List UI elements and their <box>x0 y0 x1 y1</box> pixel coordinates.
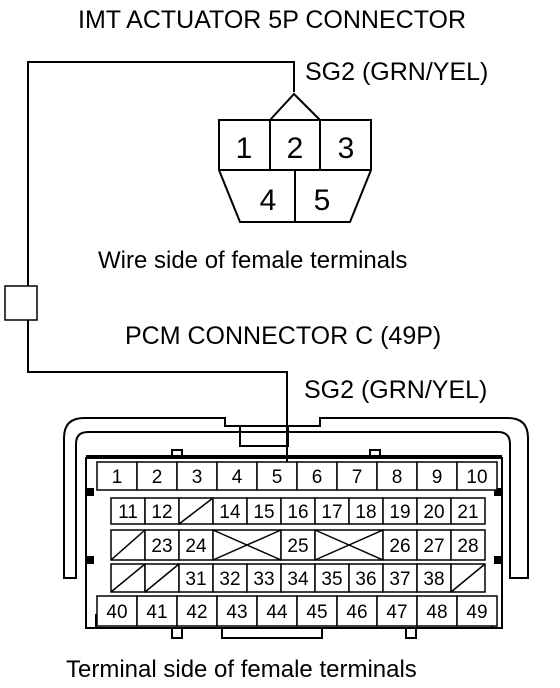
pcm-terminal-label: 42 <box>186 602 207 623</box>
imt-terminal-5: 5 <box>314 184 331 217</box>
pcm-terminal-label: 44 <box>266 602 288 623</box>
pcm-terminal-label: 46 <box>346 602 367 623</box>
pcm-terminal-cavity <box>96 461 138 491</box>
pcm-terminal-label: 6 <box>312 467 323 488</box>
pcm-terminal-label: 34 <box>287 569 309 590</box>
pcm-terminal-cavity <box>176 595 218 627</box>
pcm-terminal-label: 5 <box>272 467 283 488</box>
pcm-terminal-cavity <box>256 595 298 627</box>
pcm-terminal-label: 48 <box>426 602 447 623</box>
pcm-terminal-label: 26 <box>389 536 410 557</box>
imt-terminal-1: 1 <box>236 132 253 165</box>
pcm-terminal-label: 25 <box>287 536 308 557</box>
pcm-terminal-cavity <box>376 595 418 627</box>
pcm-terminal-label: 14 <box>219 502 241 523</box>
pcm-terminal-label: 11 <box>118 502 138 523</box>
pcm-terminal-label: 33 <box>253 569 274 590</box>
pcm-terminal-label: 38 <box>423 569 444 590</box>
pcm-terminal-label: 19 <box>389 502 410 523</box>
pcm-terminal-cavity <box>246 563 282 593</box>
blank-cavity-mark <box>178 497 214 525</box>
pcm-terminal-cavity <box>450 497 486 525</box>
imt-terminal-3: 3 <box>338 132 355 165</box>
pcm-terminal-cavity <box>382 497 418 525</box>
pcm-terminal-label: 12 <box>151 502 172 523</box>
blank-cavity-mark <box>110 529 146 561</box>
pcm-terminal-label: 8 <box>392 467 403 488</box>
pcm-terminal-cavity <box>456 461 498 491</box>
pcm-terminal-cavity <box>382 563 418 593</box>
pcm-terminal-label: 16 <box>287 502 308 523</box>
pcm-terminal-label: 7 <box>352 467 363 488</box>
pcm-terminal-label: 4 <box>232 467 243 488</box>
pcm-terminal-label: 15 <box>253 502 274 523</box>
pcm-caption: Terminal side of female terminals <box>66 656 417 683</box>
imt-signal-label: SG2 (GRN/YEL) <box>305 58 488 86</box>
pcm-terminal-label: 36 <box>355 569 376 590</box>
pcm-terminal-label: 23 <box>151 536 172 557</box>
pcm-terminal-label: 45 <box>306 602 327 623</box>
pcm-terminal-label: 18 <box>355 502 376 523</box>
pcm-terminal-cavity <box>456 595 498 627</box>
pcm-signal-label: SG2 (GRN/YEL) <box>304 376 487 404</box>
pcm-terminal-label: 3 <box>192 467 203 488</box>
pcm-terminal-cavity <box>416 497 452 525</box>
pcm-terminal-cavity <box>216 595 258 627</box>
pcm-terminal-cavity <box>450 529 486 561</box>
pcm-terminal-cavity <box>416 563 452 593</box>
pcm-terminal-cavity <box>336 595 378 627</box>
pcm-terminal-label: 41 <box>146 602 167 623</box>
pcm-terminal-label: 21 <box>457 502 478 523</box>
pcm-terminal-label: 35 <box>321 569 342 590</box>
pcm-terminal-label: 9 <box>432 467 443 488</box>
pcm-terminal-label: 40 <box>106 602 127 623</box>
imt-connector-body <box>218 92 372 223</box>
pcm-terminal-label: 20 <box>423 502 444 523</box>
blank-cavity-mark <box>314 529 384 561</box>
pcm-terminal-cavity <box>110 497 146 525</box>
pcm-terminal-label: 32 <box>219 569 240 590</box>
pcm-terminal-cavity <box>96 595 138 627</box>
pcm-terminal-label: 17 <box>321 502 342 523</box>
blank-cavity-mark <box>450 563 486 593</box>
imt-terminal-2: 2 <box>287 132 304 165</box>
pcm-terminal-label: 37 <box>389 569 410 590</box>
blank-cavity-mark <box>144 563 180 593</box>
pcm-terminal-cavity <box>416 461 458 491</box>
pcm-terminal-label: 27 <box>423 536 444 557</box>
pcm-terminal-label: 47 <box>386 602 407 623</box>
pcm-terminal-cavity <box>416 595 458 627</box>
pcm-terminal-label: 24 <box>185 536 207 557</box>
pcm-terminal-label: 49 <box>466 602 487 623</box>
pcm-connector-title: PCM CONNECTOR C (49P) <box>125 322 441 350</box>
imt-connector-title: IMT ACTUATOR 5P CONNECTOR <box>78 6 466 34</box>
pcm-terminal-cavity <box>348 563 384 593</box>
pcm-terminal-label: 1 <box>112 467 123 488</box>
pcm-terminal-cavity <box>176 461 218 491</box>
imt-caption: Wire side of female terminals <box>98 247 407 274</box>
pcm-terminal-cavity <box>280 529 316 561</box>
pcm-terminal-cavity <box>144 497 180 525</box>
imt-terminal-4: 4 <box>260 184 277 217</box>
pcm-terminal-cavity <box>212 563 248 593</box>
pcm-terminal-cavity <box>178 529 214 561</box>
pcm-terminal-label: 10 <box>466 467 487 488</box>
pcm-terminal-label: 43 <box>226 602 247 623</box>
pcm-terminal-label: 2 <box>152 467 163 488</box>
pcm-terminal-label: 31 <box>185 569 206 590</box>
blank-cavity-mark <box>212 529 282 561</box>
pcm-terminal-cavity <box>212 497 248 525</box>
inline-connector-box <box>4 285 38 321</box>
pcm-terminal-cavity <box>336 461 378 491</box>
pcm-terminal-label: 28 <box>457 536 478 557</box>
blank-cavity-mark <box>110 563 146 593</box>
pcm-terminal-cavity <box>178 563 214 593</box>
